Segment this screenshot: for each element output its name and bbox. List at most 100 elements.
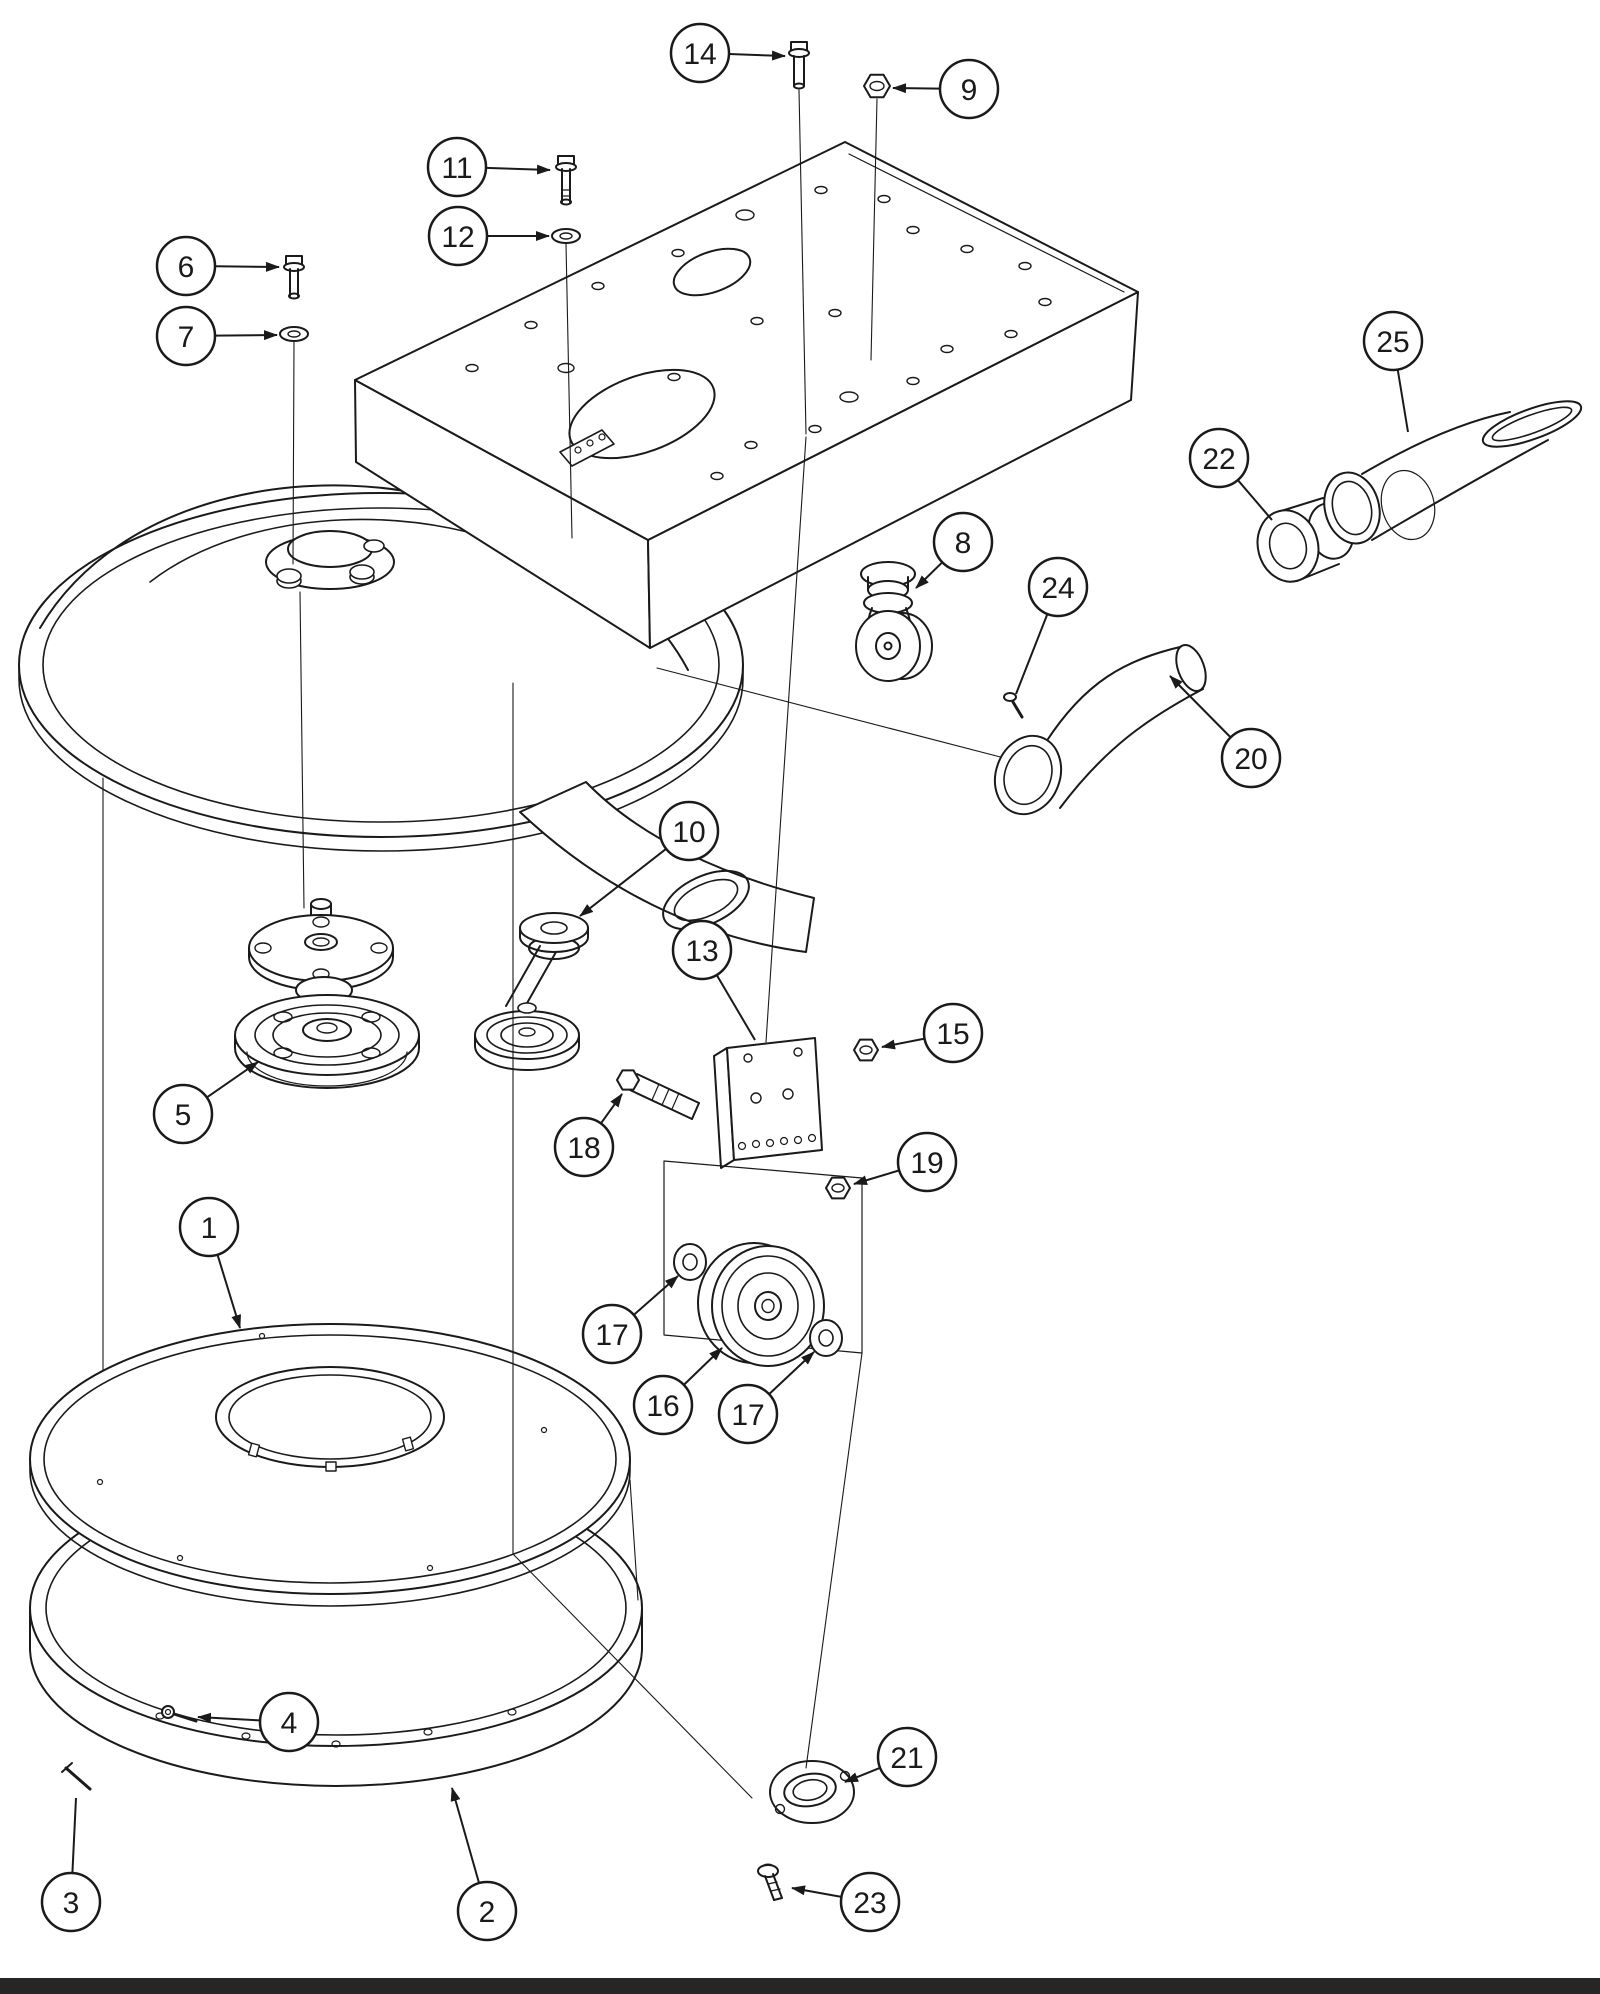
leader-line [1237, 479, 1273, 521]
balloon-circle [427, 205, 489, 267]
balloon-circle [932, 511, 994, 573]
leader-line [214, 330, 278, 341]
balloon-number: 23 [853, 1887, 886, 1920]
leader-line [844, 1766, 881, 1783]
fastener-nut-9 [863, 73, 891, 361]
balloon-number: 20 [1234, 743, 1267, 776]
deck-center-hole [568, 368, 716, 460]
balloon-number: 25 [1376, 326, 1409, 359]
balloon-number: 9 [961, 74, 978, 107]
fastener-washer-12 [551, 228, 581, 539]
bracket-13 [713, 436, 823, 1169]
balloon-number: 2 [479, 1896, 496, 1929]
leader-line [728, 50, 786, 61]
callout-23: 23 [791, 1871, 901, 1933]
balloon-circle [1220, 727, 1282, 789]
callout-7: 7 [155, 305, 278, 367]
discharge-opening [662, 869, 750, 931]
bolt-24 [1003, 692, 1024, 719]
balloon-circle [152, 1083, 214, 1145]
leader-line [197, 1712, 261, 1723]
callout-10: 10 [579, 800, 720, 917]
callout-11: 11 [426, 136, 551, 198]
leader-line [715, 974, 756, 1041]
callout-25: 25 [1362, 310, 1424, 433]
leader-line [450, 1787, 481, 1884]
caster-assembly [855, 561, 933, 682]
balloon-number: 6 [178, 251, 195, 284]
callout-15: 15 [881, 1002, 984, 1064]
balloon-number: 17 [595, 1319, 628, 1352]
fastener-bolt-14 [788, 41, 810, 435]
callout-20: 20 [1169, 675, 1282, 789]
leader-line [1015, 613, 1049, 695]
wheel-group [663, 1160, 863, 1367]
leader-line [485, 164, 551, 175]
chute-tip [1481, 400, 1583, 448]
callout-18: 18 [553, 1093, 623, 1178]
callout-17: 17 [581, 1275, 679, 1365]
leader-line [683, 1347, 723, 1386]
fastener-washer-7 [279, 326, 309, 565]
leader-line [881, 1037, 925, 1050]
balloon-circle [1188, 427, 1250, 489]
balloon-circle [1027, 556, 1089, 618]
discharge-curtain [519, 781, 815, 953]
blade-ring [29, 1323, 631, 1607]
callout-13: 13 [671, 919, 756, 1041]
deck-small-holes [465, 185, 1052, 481]
bracket-plate [726, 1037, 823, 1161]
balloon-number: 3 [63, 1887, 80, 1920]
balloon-circle [839, 1871, 901, 1933]
leader-line [892, 83, 941, 94]
nut-19 [825, 1176, 851, 1200]
screw-4 [161, 1705, 198, 1723]
callout-24: 24 [1015, 556, 1089, 695]
tube-body [1045, 646, 1181, 743]
leader-line [1396, 369, 1409, 433]
discharge-tube-assembly [656, 400, 1583, 816]
balloon-circle [155, 235, 217, 297]
tube-end [1175, 644, 1207, 692]
washer-17-right [809, 1319, 843, 1357]
balloon-circle [632, 1374, 694, 1436]
balloon-number: 11 [441, 152, 472, 185]
balloon-number: 14 [683, 38, 716, 71]
leader-line [600, 1093, 623, 1125]
deck-weldment [354, 141, 1139, 649]
balloon-number: 24 [1041, 572, 1074, 605]
balloon-number: 12 [441, 221, 474, 254]
balloon-circle [178, 1196, 240, 1258]
washer-17-left [673, 1243, 707, 1281]
tube-flange [993, 734, 1063, 816]
balloon-circle [658, 800, 720, 862]
leader-line [1169, 675, 1232, 739]
balloon-number: 22 [1202, 443, 1235, 476]
balloon-circle [40, 1871, 102, 1933]
bracket-21 [769, 1760, 855, 1824]
callout-4: 4 [197, 1691, 320, 1753]
chute-25 [1323, 400, 1583, 545]
callout-19: 19 [853, 1131, 958, 1193]
balloon-circle [896, 1131, 958, 1193]
leader-line [768, 1351, 815, 1395]
leader-line [853, 1169, 900, 1186]
callout-17: 17 [717, 1351, 815, 1445]
balloon-number: 8 [955, 527, 972, 560]
balloon-circle [553, 1116, 615, 1178]
alignment-lines [102, 682, 863, 1799]
idler-assembly [474, 912, 589, 1071]
callout-22: 22 [1188, 427, 1273, 521]
callout-3: 3 [40, 1797, 102, 1933]
balloon-number: 17 [731, 1399, 764, 1432]
part-artwork [18, 41, 1583, 1901]
pin-3 [61, 1762, 92, 1791]
balloon-number: 19 [910, 1147, 943, 1180]
balloon-number: 7 [178, 321, 195, 354]
balloon-number: 16 [646, 1390, 679, 1423]
welded-nuts [276, 539, 385, 589]
balloon-circle [717, 1383, 779, 1445]
balloon-circle [581, 1303, 643, 1365]
